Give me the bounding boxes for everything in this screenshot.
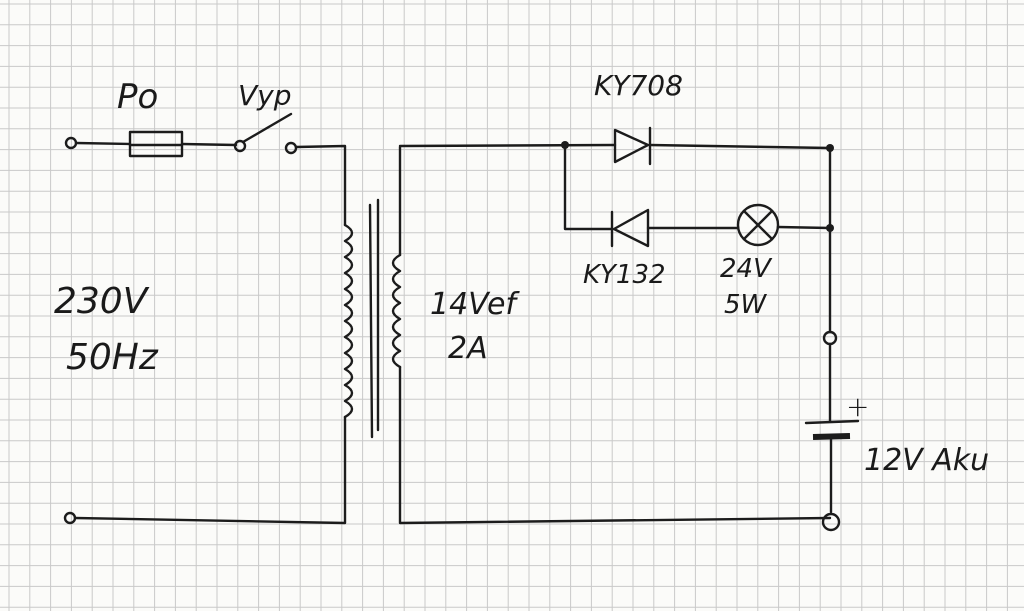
battery-plate-long	[804, 342, 860, 425]
input-voltage-label: 230V	[54, 281, 148, 322]
battery-terminal-minus	[821, 512, 841, 532]
switch-lever	[241, 112, 293, 144]
transformer-core	[368, 198, 380, 439]
wire-input-top	[74, 141, 238, 147]
diode-ky132	[610, 208, 650, 248]
battery-plate-short	[812, 433, 851, 440]
lamp-voltage-label: 24V	[720, 254, 771, 284]
input-terminal-bottom	[63, 511, 77, 525]
lamp-power-label: 5W	[724, 290, 767, 320]
wire-primary-top	[294, 144, 347, 227]
secondary-coil	[391, 253, 402, 369]
secondary-voltage-label: 14Vef	[430, 287, 516, 322]
wire-top-rail	[398, 143, 832, 150]
wire-secondary-bottom	[398, 365, 832, 525]
diode-top-label: KY708	[594, 69, 683, 102]
battery-terminal-plus	[822, 330, 838, 346]
diode-bottom-label: KY132	[583, 260, 666, 290]
lamp-cross	[742, 209, 774, 241]
diode-ky708	[613, 126, 652, 166]
switch-pivot	[233, 139, 247, 153]
switch-contact	[284, 141, 298, 155]
primary-coil	[343, 223, 354, 419]
input-freq-label: 50Hz	[66, 337, 158, 378]
battery-label: 12V Aku	[864, 443, 990, 478]
lamp	[736, 203, 780, 247]
battery-plus-label: +	[846, 390, 870, 423]
secondary-current-label: 2A	[448, 331, 488, 366]
fuse-label: Po	[117, 77, 159, 117]
wire-primary-bottom	[73, 415, 347, 525]
wire-lower-branch	[563, 143, 832, 231]
switch-label: Vyp	[238, 79, 292, 112]
